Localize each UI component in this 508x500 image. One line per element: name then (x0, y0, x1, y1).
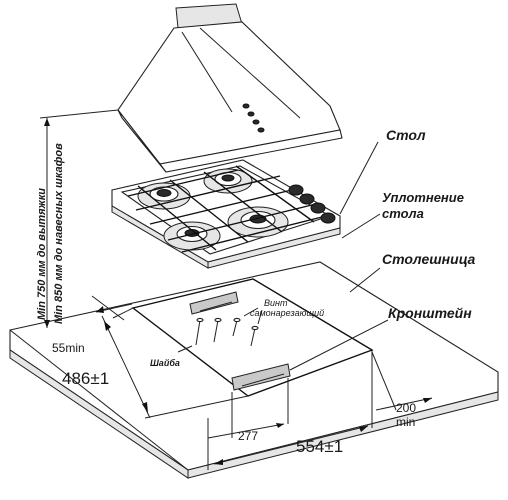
screws (195, 317, 259, 347)
range-hood (117, 3, 343, 173)
knob-icon (310, 202, 326, 214)
knob-icon (299, 193, 315, 205)
knob-icon (288, 184, 304, 196)
front-min-label: 55min (52, 341, 85, 355)
back-min-dimension (371, 351, 433, 411)
label-screws-1: Винт (264, 298, 288, 308)
burner-back-left (137, 182, 191, 210)
label-countertop: Столешница (382, 251, 476, 267)
label-seal-1: Уплотнение (382, 190, 464, 205)
depth-dimension (101, 307, 249, 419)
button-dot-icon (252, 119, 260, 125)
back-min-unit: min (396, 415, 415, 429)
button-dot-icon (242, 103, 250, 109)
label-seal-2: стола (382, 206, 424, 221)
width-dimension (207, 350, 373, 470)
button-dot-icon (257, 127, 265, 133)
hood-buttons (242, 103, 265, 133)
back-min-value: 200 (396, 401, 416, 415)
leader-bracket (289, 319, 389, 371)
bracket-back (189, 291, 239, 315)
pan-supports (127, 165, 327, 253)
label-table: Стол (386, 127, 426, 143)
label-screws-2: самонарезающий (250, 308, 324, 318)
leader-table (339, 141, 379, 215)
height-hood-label: Min 750 мм до вытяжки (36, 188, 48, 320)
label-bracket: Кронштейн (388, 305, 472, 321)
label-washer: Шайба (150, 358, 180, 368)
bracket-spacing-dimension (207, 378, 289, 439)
burner-front-left (163, 221, 221, 251)
leader-washer (177, 345, 193, 353)
bracket-front (231, 363, 291, 391)
height-dimension (39, 109, 119, 328)
leader-countertop (349, 267, 381, 293)
knob-icon (320, 212, 336, 224)
width-label: 554±1 (296, 437, 343, 456)
countertop (9, 261, 499, 479)
height-cabinets-label: Min 850 мм до навесных шкафов (53, 143, 65, 324)
control-knobs (288, 184, 336, 224)
leader-seal (341, 213, 381, 239)
button-dot-icon (247, 111, 255, 117)
bracket-spacing-label: 277 (238, 429, 258, 443)
front-min-dimension (91, 295, 133, 321)
depth-label: 486±1 (62, 369, 109, 388)
